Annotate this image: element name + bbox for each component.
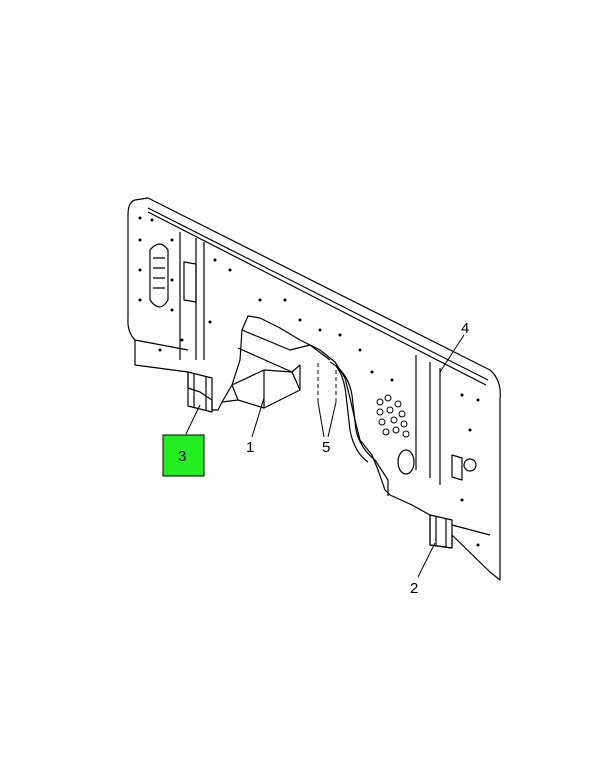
panel-outline: [127, 197, 501, 581]
leader-line-4: [439, 334, 465, 373]
leader-line-3: [185, 404, 201, 435]
leader-line-5a: [317, 401, 325, 438]
callout-3-label[interactable]: 3: [178, 448, 186, 465]
callout-1-label[interactable]: 1: [246, 439, 254, 456]
leader-line-2: [417, 542, 436, 578]
callout-2-label[interactable]: 2: [410, 580, 418, 597]
leader-line-5b: [327, 401, 337, 438]
callout-5-label[interactable]: 5: [322, 439, 330, 456]
leader-line-1: [251, 397, 265, 438]
callout-4-label[interactable]: 4: [461, 320, 469, 337]
callout-3-highlight: [162, 434, 205, 477]
